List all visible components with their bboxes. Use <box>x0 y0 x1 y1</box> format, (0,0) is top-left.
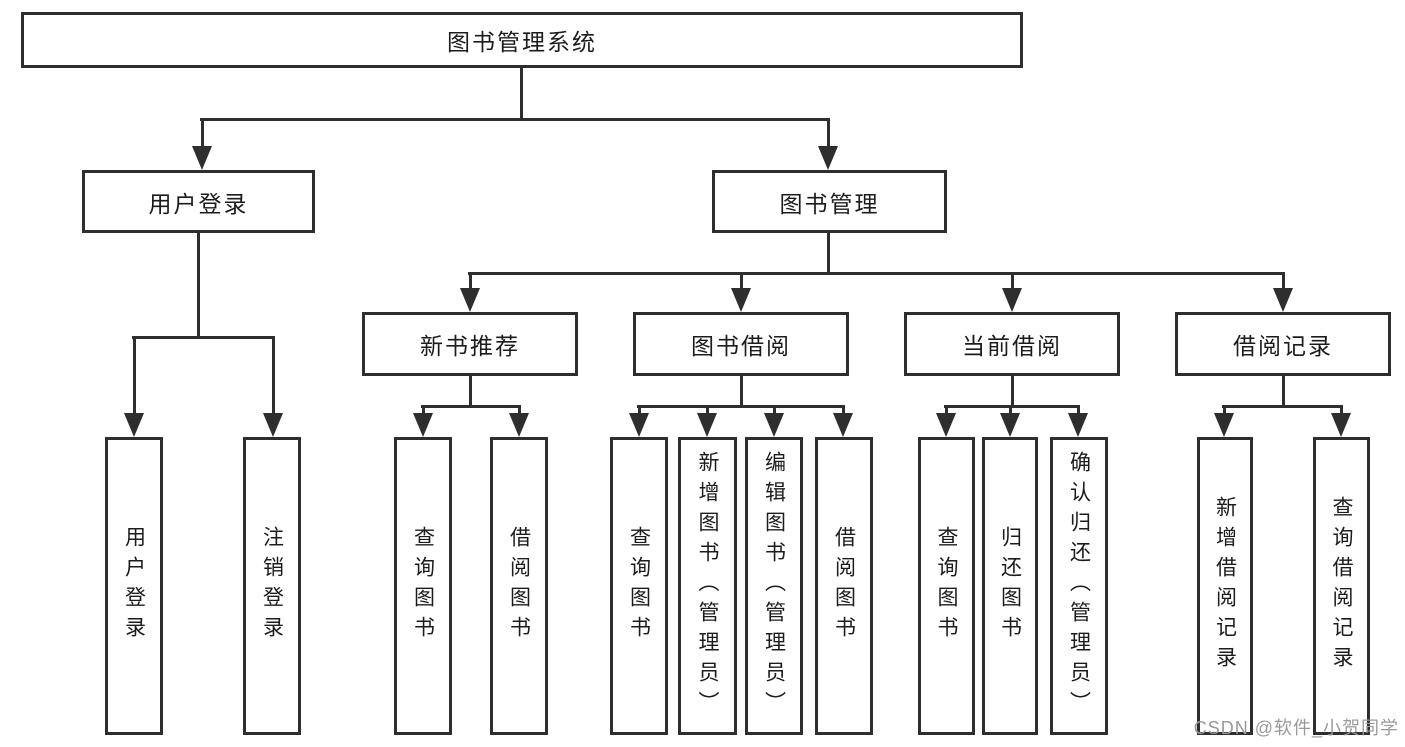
connector-line <box>1009 405 1012 417</box>
connector-line <box>637 405 845 408</box>
connector-line <box>272 336 275 417</box>
connector-line <box>1282 272 1285 292</box>
connector-line <box>1340 405 1343 417</box>
leaf-borrow-book-recommendation: 借阅图书 <box>490 437 548 735</box>
connector-line <box>827 118 830 152</box>
arrow-down-icon <box>764 413 784 437</box>
connector-line <box>469 272 472 292</box>
node-label: 图书管理 <box>779 190 880 217</box>
arrow-down-icon <box>509 413 529 437</box>
node-label: 图书管理系统 <box>447 29 597 55</box>
connector-line <box>945 405 948 417</box>
leaf-label: 注销登录 <box>260 526 284 646</box>
connector-line <box>421 405 521 408</box>
connector-line <box>638 405 641 417</box>
arrow-down-icon <box>460 288 480 312</box>
arrow-down-icon <box>1214 413 1234 437</box>
arrow-down-icon <box>124 413 144 437</box>
connector-line <box>133 336 136 417</box>
leaf-logout: 注销登录 <box>243 437 301 735</box>
leaf-borrow-book: 借阅图书 <box>815 437 873 735</box>
node-label: 新书推荐 <box>420 333 520 359</box>
connector-line <box>740 376 743 405</box>
connector-line <box>520 68 523 118</box>
connector-line <box>518 405 521 417</box>
node-current-borrowing: 当前借阅 <box>904 312 1120 376</box>
leaf-add-book-admin: 新增图书（管理员） <box>678 437 737 735</box>
leaf-edit-book-admin: 编辑图书（管理员） <box>745 437 803 735</box>
node-label: 当前借阅 <box>962 333 1062 359</box>
connector-line <box>201 118 204 152</box>
leaf-query-book-borrowing: 查询图书 <box>610 437 668 735</box>
leaf-label: 确认归还（管理员） <box>1067 451 1091 721</box>
connector-line <box>1282 376 1285 405</box>
node-label: 用户登录 <box>148 190 249 217</box>
connector-line <box>842 405 845 417</box>
leaf-label: 查询借阅记录 <box>1330 496 1353 676</box>
node-book-borrowing: 图书借阅 <box>633 312 849 376</box>
arrow-down-icon <box>192 146 212 170</box>
arrow-down-icon <box>731 288 751 312</box>
arrow-down-icon <box>413 413 433 437</box>
leaf-label: 查询图书 <box>627 526 651 646</box>
node-borrowing-records: 借阅记录 <box>1175 312 1391 376</box>
arrow-down-icon <box>1273 288 1293 312</box>
leaf-label: 归还图书 <box>998 526 1022 646</box>
leaf-query-book-current: 查询图书 <box>918 437 975 735</box>
leaf-query-book-recommendation: 查询图书 <box>394 437 452 735</box>
arrow-down-icon <box>629 413 649 437</box>
connector-line <box>132 336 275 339</box>
connector-line <box>1011 376 1014 405</box>
leaf-query-borrow-record: 查询借阅记录 <box>1313 437 1370 735</box>
leaf-user-login: 用户登录 <box>105 437 163 735</box>
leaf-label: 借阅图书 <box>507 526 531 646</box>
connector-line <box>827 233 830 272</box>
arrow-down-icon <box>818 146 838 170</box>
node-user-login: 用户登录 <box>82 170 315 233</box>
leaf-label: 编辑图书（管理员） <box>762 451 786 721</box>
connector-line <box>773 405 776 417</box>
arrow-down-icon <box>263 413 283 437</box>
connector-line <box>469 376 472 405</box>
node-label: 图书借阅 <box>691 333 791 359</box>
arrow-down-icon <box>1331 413 1351 437</box>
leaf-label: 用户登录 <box>122 526 146 646</box>
leaf-confirm-return-admin: 确认归还（管理员） <box>1050 437 1108 735</box>
arrow-down-icon <box>697 413 717 437</box>
leaf-label: 查询图书 <box>935 526 958 646</box>
arrow-down-icon <box>833 413 853 437</box>
connector-line <box>1222 405 1343 408</box>
connector-line <box>200 118 830 121</box>
leaf-label: 借阅图书 <box>832 526 856 646</box>
arrow-down-icon <box>1000 413 1020 437</box>
connector-line <box>944 405 1080 408</box>
connector-line <box>1077 405 1080 417</box>
node-new-book-recommendation: 新书推荐 <box>362 312 578 376</box>
connector-line <box>1223 405 1226 417</box>
arrow-down-icon <box>936 413 956 437</box>
connector-line <box>197 233 200 336</box>
connector-line <box>1011 272 1014 292</box>
csdn-watermark: CSDN @软件_小贺同学 <box>1193 718 1399 738</box>
arrow-down-icon <box>1068 413 1088 437</box>
node-root-library-management-system: 图书管理系统 <box>21 12 1023 68</box>
leaf-return-book: 归还图书 <box>982 437 1038 735</box>
connector-line <box>422 405 425 417</box>
connector-line <box>468 272 1285 275</box>
connector-line <box>706 405 709 417</box>
node-book-management: 图书管理 <box>712 170 947 233</box>
leaf-label: 查询图书 <box>411 526 435 646</box>
node-label: 借阅记录 <box>1233 333 1333 359</box>
arrow-down-icon <box>1002 288 1022 312</box>
connector-line <box>740 272 743 292</box>
leaf-label: 新增图书（管理员） <box>696 451 719 721</box>
leaf-label: 新增借阅记录 <box>1213 496 1237 676</box>
leaf-add-borrow-record: 新增借阅记录 <box>1197 437 1253 735</box>
